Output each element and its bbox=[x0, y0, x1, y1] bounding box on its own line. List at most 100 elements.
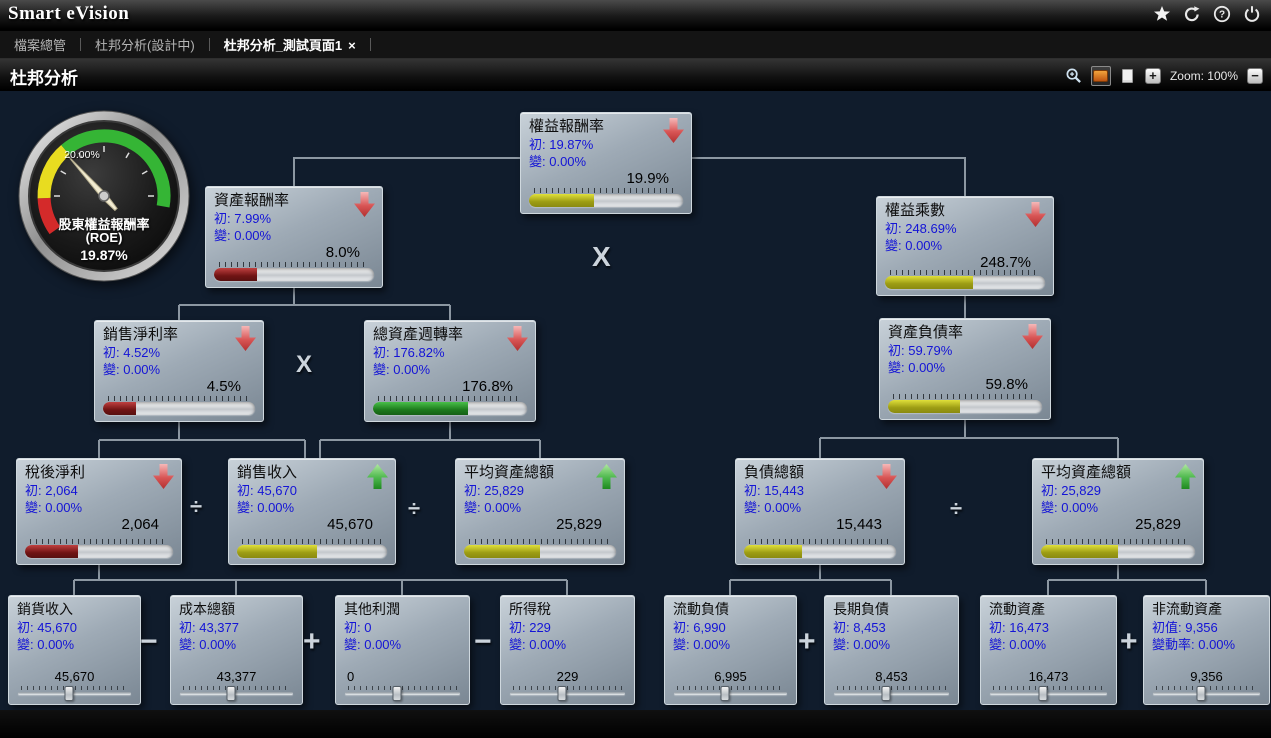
card-value: 45,670 bbox=[327, 516, 373, 533]
bar-fill bbox=[237, 545, 317, 558]
slider-thumb[interactable] bbox=[226, 686, 236, 701]
card-title: 總資產週轉率 bbox=[373, 326, 464, 343]
card-title: 長期負債 bbox=[833, 601, 889, 617]
card-title: 所得稅 bbox=[509, 601, 551, 617]
metric-card-other-profit[interactable]: 其他利潤 初: 0 變: 0.00% 0 bbox=[335, 595, 470, 705]
metric-card-roe[interactable]: 權益報酬率 初: 19.87% 變: 0.00% 19.9% bbox=[520, 112, 692, 214]
slider-rail[interactable] bbox=[345, 686, 460, 701]
slider-rail[interactable] bbox=[18, 686, 131, 701]
page-title: 杜邦分析 bbox=[10, 69, 78, 88]
metric-card-total-cost[interactable]: 成本總額 初: 43,377 變: 0.00% 43,377 bbox=[170, 595, 303, 705]
metric-card-current-liabilities[interactable]: 流動負債 初: 6,990 變: 0.00% 6,995 bbox=[664, 595, 797, 705]
card-value: 248.7% bbox=[980, 254, 1031, 271]
slider-rail[interactable] bbox=[674, 686, 787, 701]
divide-operator: ÷ bbox=[190, 494, 203, 519]
gauge-title: 股東權益報酬率 bbox=[58, 217, 150, 232]
tab-file-explorer[interactable]: 檔案總管 bbox=[0, 35, 80, 54]
gauge-subtitle: (ROE) bbox=[85, 230, 123, 245]
slider-thumb[interactable] bbox=[1196, 686, 1206, 701]
metric-card-longterm-liabilities[interactable]: 長期負債 初: 8,453 變: 0.00% 8,453 bbox=[824, 595, 959, 705]
header-toolbar: + Zoom: 100% − bbox=[1064, 59, 1263, 92]
slider-thumb[interactable] bbox=[557, 686, 567, 701]
card-title: 成本總額 bbox=[179, 601, 235, 617]
metric-card-noncurrent-assets[interactable]: 非流動資產 初值: 9,356 變動率: 0.00% 9,356 bbox=[1143, 595, 1270, 705]
card-value: 59.8% bbox=[985, 376, 1028, 393]
metric-card-total-liabilities[interactable]: 負債總額 初: 15,443 變: 0.00% 15,443 bbox=[735, 458, 905, 565]
card-title: 資產負債率 bbox=[888, 324, 964, 341]
slider-rail[interactable] bbox=[180, 686, 293, 701]
slider-thumb[interactable] bbox=[64, 686, 74, 701]
metric-card-roa[interactable]: 資產報酬率 初: 7.99% 變: 0.00% 8.0% bbox=[205, 186, 383, 288]
metric-bar bbox=[885, 270, 1045, 289]
slider-thumb[interactable] bbox=[1038, 686, 1048, 701]
metric-card-current-assets[interactable]: 流動資產 初: 16,473 變: 0.00% 16,473 bbox=[980, 595, 1117, 705]
card-change: 變: 0.00% bbox=[344, 637, 402, 652]
card-change: 變: 0.00% bbox=[833, 637, 891, 652]
slider-ticks bbox=[1156, 686, 1257, 690]
value-slider: 16,473 bbox=[990, 669, 1107, 701]
metric-card-sales-income[interactable]: 銷貨收入 初: 45,670 變: 0.00% 45,670 bbox=[8, 595, 141, 705]
card-value: 176.8% bbox=[462, 378, 513, 395]
tab-separator bbox=[208, 38, 210, 51]
bar-track bbox=[1041, 545, 1195, 558]
metric-card-income-tax[interactable]: 所得稅 初: 229 變: 0.00% 229 bbox=[500, 595, 635, 705]
metric-bar bbox=[373, 396, 527, 415]
bar-track bbox=[237, 545, 387, 558]
value-slider: 6,995 bbox=[674, 669, 787, 701]
card-title: 非流動資產 bbox=[1152, 601, 1222, 617]
favorite-star-icon[interactable] bbox=[1153, 5, 1171, 23]
card-title: 銷售收入 bbox=[237, 464, 298, 481]
tab-close-icon[interactable]: × bbox=[348, 38, 356, 53]
bar-fill bbox=[103, 402, 137, 415]
tab-dupont-testpage[interactable]: 杜邦分析_測試頁面1× bbox=[210, 35, 370, 54]
bar-fill bbox=[214, 268, 258, 281]
card-initial: 初: 43,377 bbox=[179, 620, 239, 635]
metric-bar bbox=[464, 539, 616, 558]
power-icon[interactable] bbox=[1243, 5, 1261, 23]
metric-card-net-margin[interactable]: 銷售淨利率 初: 4.52% 變: 0.00% 4.5% bbox=[94, 320, 264, 422]
card-change: 變: 0.00% bbox=[237, 500, 295, 515]
magnifier-tool[interactable] bbox=[1064, 66, 1084, 86]
card-title: 平均資產總額 bbox=[1041, 464, 1132, 481]
card-change: 變: 0.00% bbox=[529, 154, 587, 169]
refresh-icon[interactable] bbox=[1183, 5, 1201, 23]
titlebar-icons: ? bbox=[1153, 5, 1261, 23]
metric-card-net-profit[interactable]: 稅後淨利 初: 2,064 變: 0.00% 2,064 bbox=[16, 458, 182, 565]
metric-card-avg-total-assets-right[interactable]: 平均資產總額 初: 25,829 變: 0.00% 25,829 bbox=[1032, 458, 1204, 565]
slider-rail[interactable] bbox=[1153, 686, 1260, 701]
plus-operator: + bbox=[303, 625, 321, 658]
metric-card-equity-multiplier[interactable]: 權益乘數 初: 248.69% 變: 0.00% 248.7% bbox=[876, 196, 1054, 296]
help-icon[interactable]: ? bbox=[1213, 5, 1231, 23]
zoom-out-button[interactable]: − bbox=[1247, 67, 1263, 84]
slider-value: 6,995 bbox=[714, 669, 747, 684]
metric-card-debt-ratio[interactable]: 資產負債率 初: 59.79% 變: 0.00% 59.8% bbox=[879, 318, 1051, 420]
card-change: 變: 0.00% bbox=[673, 637, 731, 652]
slider-value: 0 bbox=[347, 669, 355, 684]
svg-text:?: ? bbox=[1219, 10, 1225, 21]
tab-label: 檔案總管 bbox=[14, 38, 67, 53]
metric-card-avg-total-assets-left[interactable]: 平均資產總額 初: 25,829 變: 0.00% 25,829 bbox=[455, 458, 625, 565]
card-change: 變: 0.00% bbox=[464, 500, 522, 515]
metric-bar bbox=[103, 396, 255, 415]
tab-dupont-designing[interactable]: 杜邦分析(設計中) bbox=[81, 35, 209, 54]
card-initial: 初: 16,473 bbox=[989, 620, 1049, 635]
gauge-value: 19.87% bbox=[80, 247, 128, 263]
document-tool[interactable] bbox=[1118, 66, 1138, 86]
metric-card-sales-revenue[interactable]: 銷售收入 初: 45,670 變: 0.00% 45,670 bbox=[228, 458, 396, 565]
zoom-in-button[interactable]: + bbox=[1144, 67, 1161, 84]
card-value: 15,443 bbox=[836, 516, 882, 533]
slider-thumb[interactable] bbox=[392, 686, 402, 701]
card-change: 變: 0.00% bbox=[179, 637, 237, 652]
slider-rail[interactable] bbox=[990, 686, 1107, 701]
export-slide-tool[interactable] bbox=[1090, 65, 1111, 86]
bar-fill bbox=[888, 400, 961, 413]
magnifier-icon bbox=[1066, 68, 1082, 83]
slider-thumb[interactable] bbox=[720, 686, 730, 701]
card-initial: 初: 59.79% bbox=[888, 343, 953, 358]
tab-label: 杜邦分析(設計中) bbox=[95, 38, 195, 53]
slider-rail[interactable] bbox=[834, 686, 949, 701]
metric-card-asset-turnover[interactable]: 總資產週轉率 初: 176.82% 變: 0.00% 176.8% bbox=[364, 320, 536, 422]
slider-thumb[interactable] bbox=[881, 686, 891, 701]
slider-rail[interactable] bbox=[510, 686, 625, 701]
tab-separator bbox=[369, 38, 371, 51]
